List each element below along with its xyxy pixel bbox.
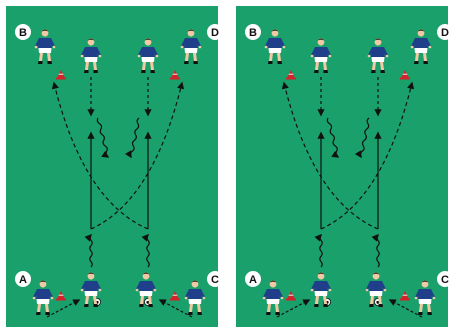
- label-text: A: [249, 274, 257, 286]
- label-text: B: [19, 27, 27, 39]
- pitch-panel-right: B D A C: [235, 5, 453, 328]
- label-text: C: [211, 274, 219, 286]
- station-label-top-left: B: [15, 24, 31, 40]
- station-label-top-right: D: [437, 24, 453, 40]
- station-label-bottom-left: A: [245, 271, 261, 287]
- label-text: A: [19, 274, 27, 286]
- label-text: C: [441, 274, 449, 286]
- station-label-top-right: D: [207, 24, 223, 40]
- pitch-panel-left: B D A C: [5, 5, 223, 328]
- station-label-top-left: B: [245, 24, 261, 40]
- label-text: D: [211, 27, 219, 39]
- station-label-bottom-right: C: [437, 271, 453, 287]
- label-text: D: [441, 27, 449, 39]
- station-label-bottom-right: C: [207, 271, 223, 287]
- station-label-bottom-left: A: [15, 271, 31, 287]
- label-text: B: [249, 27, 257, 39]
